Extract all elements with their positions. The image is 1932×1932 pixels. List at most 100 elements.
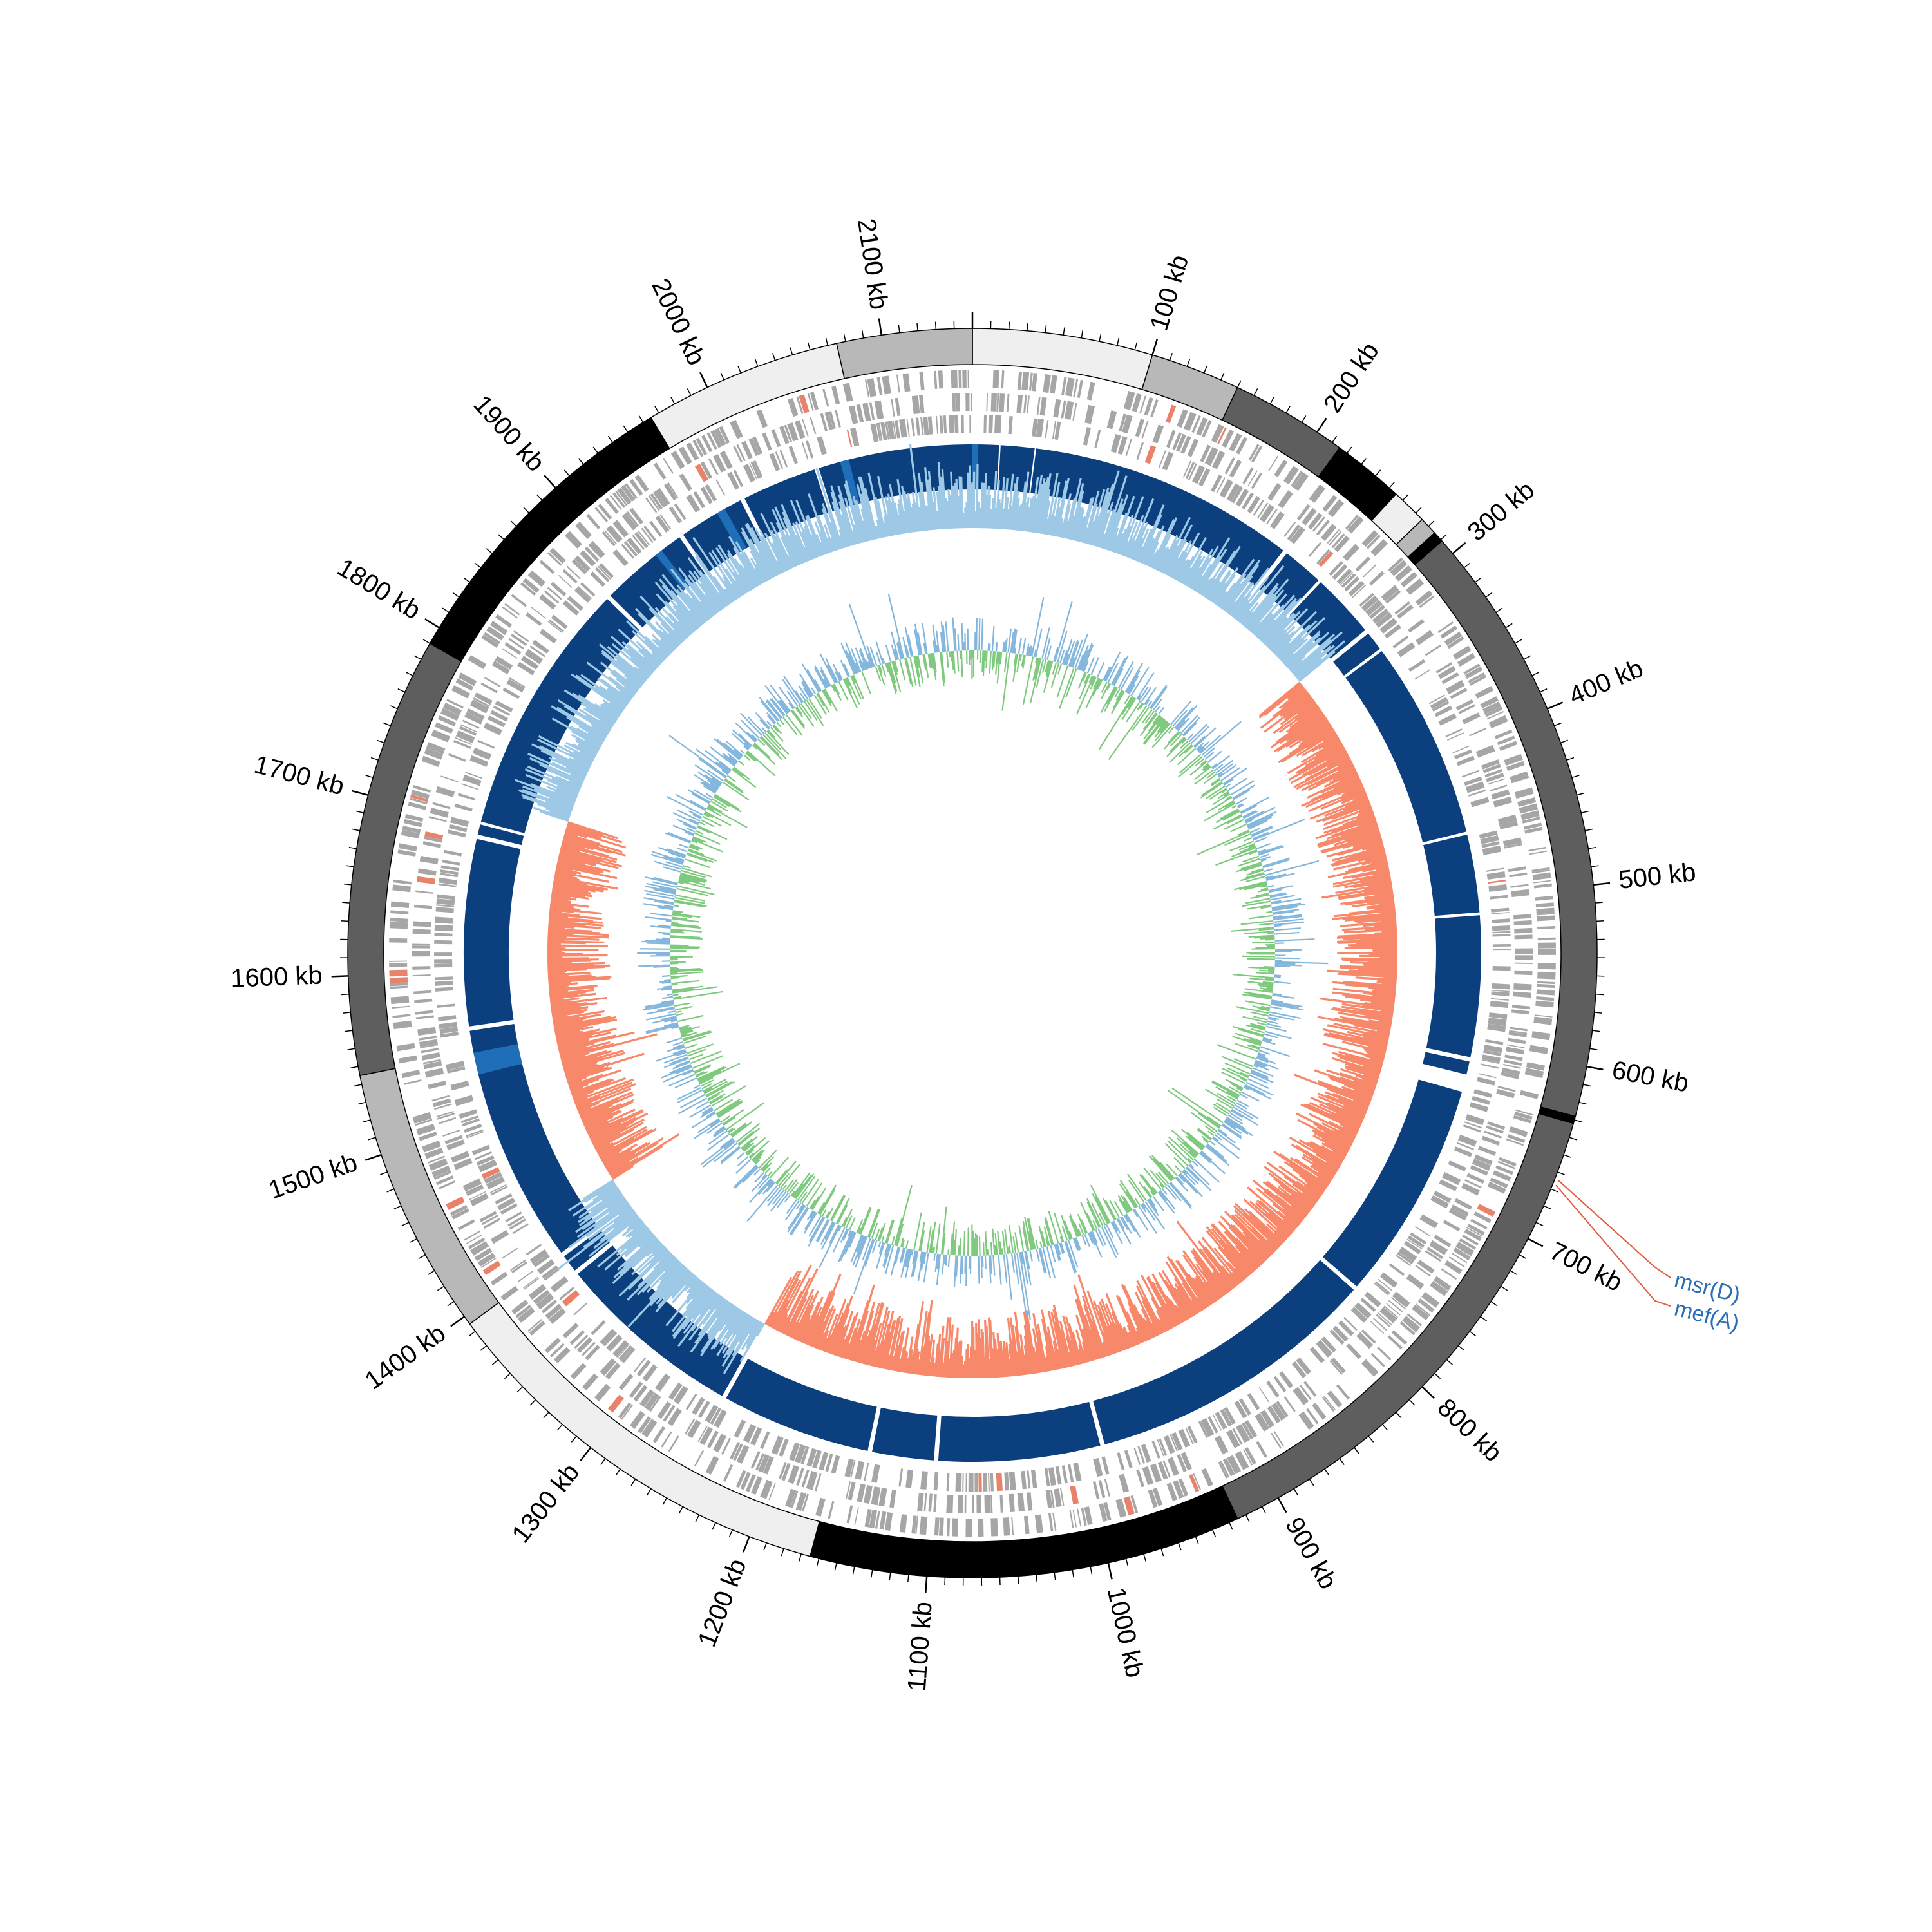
gc-content-bar [1273, 689, 1307, 717]
gc-content-bar [1019, 1334, 1027, 1375]
gc-content-bar [1317, 1016, 1391, 1032]
gc-content-bar [1122, 1327, 1132, 1349]
gc-content-bar [548, 922, 586, 927]
gene-feature [933, 370, 938, 389]
gc-content-bar [734, 580, 745, 596]
gene-feature [1390, 560, 1408, 576]
gc-skew-bar [1027, 1218, 1035, 1250]
gc-content-bar [564, 832, 601, 846]
tick-mark [898, 325, 900, 333]
gc-skew-bar [1246, 869, 1264, 876]
gc-content-bar [604, 1150, 632, 1168]
gc-content-bar [578, 694, 618, 721]
gc-skew-bar [700, 1139, 734, 1166]
gc-content-bar [1165, 524, 1193, 576]
gc-skew-bar [905, 645, 910, 658]
gene-feature [1123, 1496, 1135, 1516]
gc-content-bar [893, 1344, 900, 1371]
gc-content-bar [1367, 904, 1396, 910]
gc-content-bar [625, 1222, 645, 1238]
gc-content-bar [699, 601, 714, 618]
gc-content-bar [815, 533, 826, 556]
gc-skew-bar [1241, 1091, 1260, 1102]
gc-content-bar [725, 1311, 744, 1339]
gene-feature [1508, 1031, 1527, 1037]
gc-skew-bar [1078, 645, 1089, 670]
gc-skew-bar [1274, 957, 1300, 960]
gene-feature [401, 1070, 421, 1079]
gc-content-bar [539, 745, 590, 771]
gc-content-bar [1273, 611, 1318, 655]
gc-content-bar [1333, 1023, 1390, 1036]
gc-content-bar [1358, 1009, 1394, 1017]
gc-skew-bar [1122, 1195, 1133, 1211]
gc-skew-bar [1053, 647, 1059, 662]
tick-mark [1382, 1424, 1388, 1431]
gene-feature [1064, 401, 1074, 420]
gc-content-bar [565, 741, 596, 759]
gc-content-bar [1343, 799, 1370, 811]
tick-mark [1543, 1205, 1551, 1209]
gc-skew-bar [1079, 674, 1091, 699]
gc-content-bar [563, 1056, 604, 1070]
gc-content-bar [1270, 625, 1296, 652]
gc-skew-bar [1224, 778, 1234, 786]
gc-skew-bar [787, 1204, 805, 1230]
gc-content-bar [1191, 1299, 1201, 1313]
gc-content-bar [1132, 537, 1144, 560]
gc-content-bar [1323, 770, 1358, 788]
gc-content-bar [1233, 1205, 1279, 1249]
gc-skew-bar [681, 867, 712, 878]
gc-skew-bar [1213, 1103, 1229, 1115]
gc-skew-bar [1248, 820, 1268, 830]
gc-skew-bar [1255, 1061, 1268, 1067]
gc-content-bar [1007, 1317, 1015, 1377]
gc-content-bar [1308, 786, 1365, 813]
gene-feature [1350, 1307, 1368, 1323]
gc-content-bar [547, 931, 609, 936]
gc-content-bar [887, 493, 897, 536]
gene-feature [577, 586, 592, 600]
gc-content-bar [817, 515, 833, 553]
gene-feature [1267, 482, 1282, 501]
gc-skew-bar [686, 853, 708, 862]
gc-content-bar [688, 1295, 723, 1341]
gene-feature [1510, 884, 1529, 888]
gene-feature [1266, 508, 1278, 525]
gene-feature [634, 474, 649, 492]
gc-content-bar [796, 1304, 815, 1341]
gc-content-bar [1231, 1214, 1273, 1256]
gene-feature [1336, 568, 1352, 585]
gc-content-bar [1370, 1001, 1395, 1007]
gc-content-bar [1287, 741, 1342, 774]
gc-content-bar [1379, 910, 1396, 914]
gc-skew-bar [1226, 1117, 1253, 1137]
gc-skew-bar [1027, 646, 1030, 656]
gc-content-bar [1122, 1326, 1133, 1348]
gc-content-bar [639, 595, 684, 643]
tick-mark [1018, 1576, 1019, 1584]
gc-content-bar [987, 1317, 993, 1378]
gene-feature [1050, 1489, 1055, 1508]
gc-skew-bar [1247, 904, 1272, 910]
gc-skew-bar [1213, 814, 1242, 830]
gc-skew-bar [1016, 654, 1021, 673]
gc-content-bar [1291, 1143, 1338, 1173]
gc-content-bar [1344, 897, 1394, 906]
gene-feature [1464, 776, 1482, 786]
gc-content-bar [1228, 1226, 1264, 1264]
gc-skew-bar [710, 1119, 721, 1127]
gene-feature [917, 1492, 924, 1511]
gc-skew-bar [782, 716, 798, 735]
gc-skew-bar [675, 1010, 682, 1014]
gc-skew-bar [885, 1220, 893, 1244]
gc-skew-bar [1266, 911, 1273, 914]
gc-skew-bar [922, 623, 928, 654]
gc-content-bar [631, 1244, 665, 1276]
gc-skew-bar [1043, 1226, 1050, 1246]
gc-skew-bar [930, 653, 934, 670]
gc-content-bar [668, 632, 681, 646]
gc-content-bar [872, 1307, 889, 1367]
gc-skew-bar [1138, 686, 1149, 701]
gc-content-bar [706, 1302, 731, 1336]
